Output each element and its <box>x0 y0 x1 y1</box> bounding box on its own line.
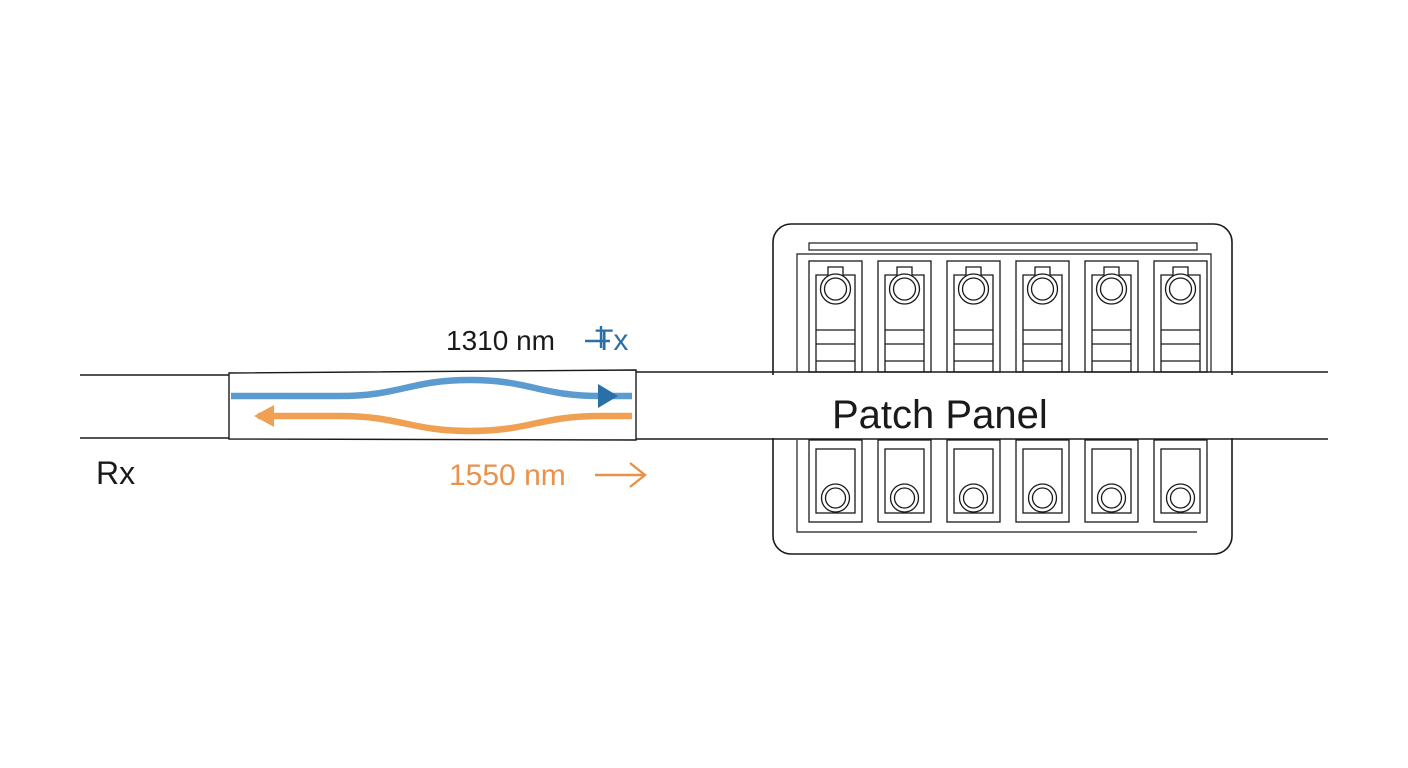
tx-label: Tx <box>595 324 628 357</box>
arrow-left-icon <box>254 405 274 427</box>
fiber-port-icon <box>808 439 863 523</box>
patch-panel-label: Patch Panel <box>832 393 1048 437</box>
fiber-port-icon <box>1015 260 1070 373</box>
fiber-cable <box>80 369 1328 441</box>
fiber-port-icon <box>1084 439 1139 523</box>
bottom-port-row <box>808 439 1208 523</box>
fiber-port-icon <box>1015 439 1070 523</box>
tx-marker-icon <box>585 326 610 348</box>
fiber-port-icon <box>1153 260 1208 373</box>
tx-signal-path <box>231 376 632 400</box>
rx-wavelength-label: 1550 nm <box>449 459 566 492</box>
rx-signal <box>254 405 632 435</box>
fiber-port-icon <box>946 260 1001 373</box>
rx-signal-path <box>258 412 632 435</box>
top-port-row <box>808 260 1208 373</box>
fiber-port-icon <box>1084 260 1139 373</box>
fiber-port-icon <box>946 439 1001 523</box>
patch-panel-inner-border <box>796 253 1212 533</box>
fiber-port-icon <box>877 260 932 373</box>
patch-panel-top-rail <box>808 242 1198 251</box>
arrow-right-icon <box>595 462 647 488</box>
patch-panel <box>772 223 1233 555</box>
tx-signal <box>231 376 632 408</box>
fiber-port-icon <box>877 439 932 523</box>
fiber-port-icon <box>1153 439 1208 523</box>
tx-wavelength-label: 1310 nm <box>446 325 555 356</box>
arrow-right-icon <box>598 384 618 408</box>
fiber-port-icon <box>808 260 863 373</box>
rx-label: Rx <box>96 455 135 491</box>
